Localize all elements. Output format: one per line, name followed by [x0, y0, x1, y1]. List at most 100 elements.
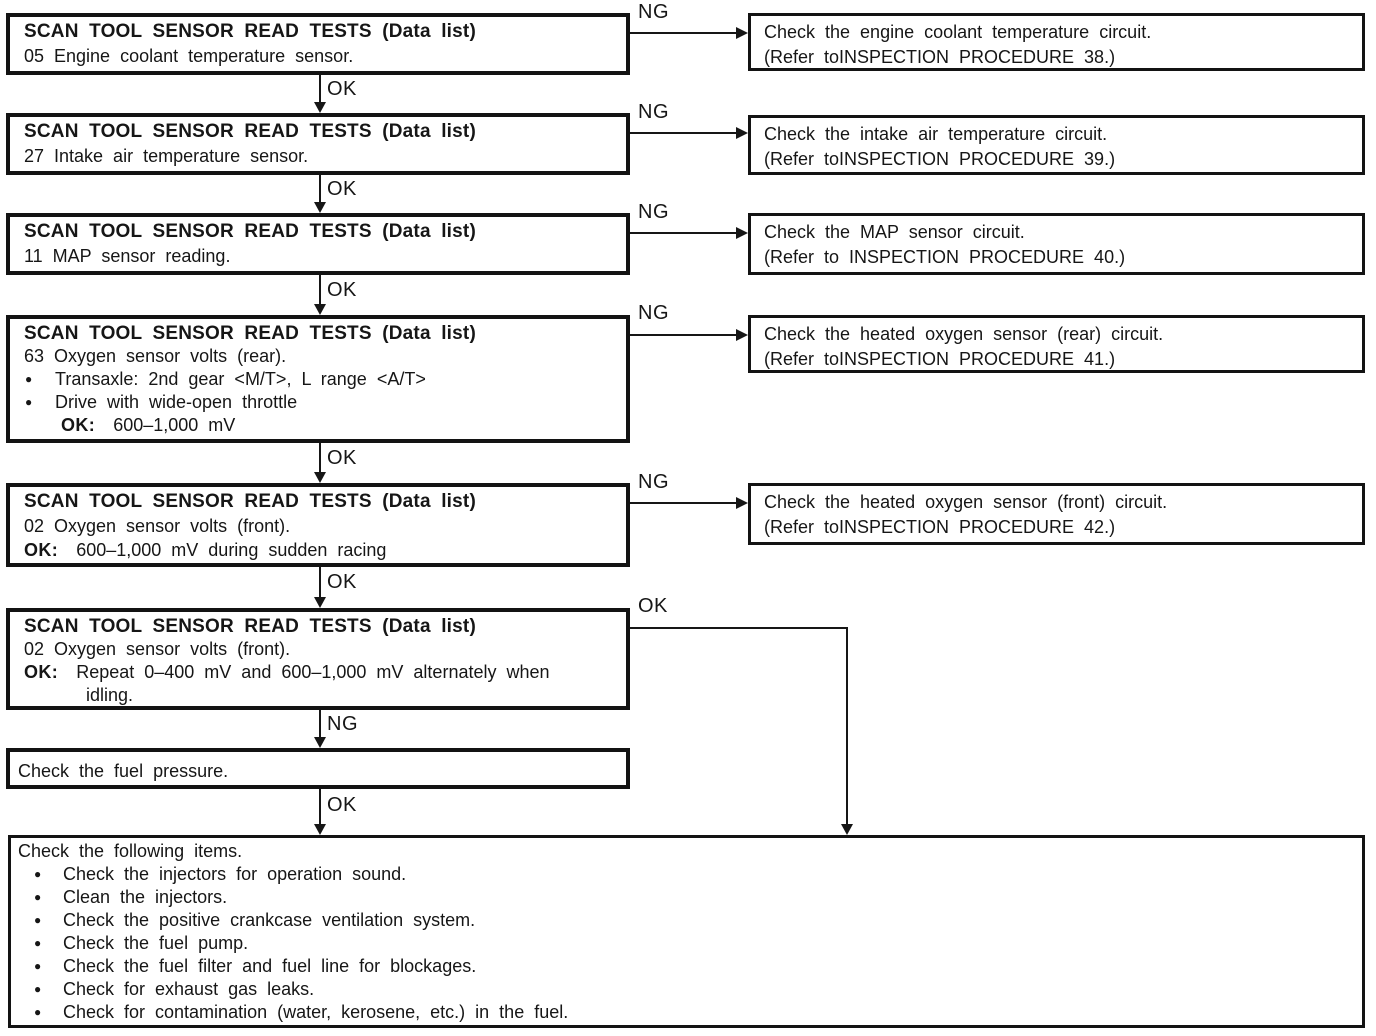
flow-line-ng-2 [630, 132, 737, 134]
box-line: 11 MAP sensor reading. [24, 246, 231, 266]
ok-value: 600–1,000 mV [113, 415, 236, 435]
edge-label-ok-5: OK [327, 571, 357, 593]
edge-label-ok-3: OK [327, 279, 357, 301]
result-box-5: Check the heated oxygen sensor (front) c… [748, 483, 1365, 545]
result-box-2: Check the intake air temperature circuit… [748, 115, 1365, 175]
edge-label-ok-4: OK [327, 447, 357, 469]
down-arrowhead-3 [314, 304, 326, 315]
down-arrowhead-4 [314, 472, 326, 483]
edge-label-ng-5: NG [638, 471, 669, 493]
fuel-pressure-box: Check the fuel pressure. [6, 748, 630, 789]
result-line-1: Check the intake air temperature circuit… [764, 124, 1108, 144]
flow-line-down-4 [319, 443, 321, 474]
flow-line-down-7 [319, 789, 321, 825]
box-line: 63 Oxygen sensor volts (rear). [24, 346, 287, 366]
right-arrowhead-1 [736, 27, 748, 39]
scan-test-box-2: SCAN TOOL SENSOR READ TESTS (Data list) … [6, 113, 630, 175]
result-line-1: Check the engine coolant temperature cir… [764, 22, 1152, 42]
final-box-title: Check the following items. [18, 841, 243, 861]
result-box-1: Check the engine coolant temperature cir… [748, 13, 1365, 71]
ok-spec-line: OK: 600–1,000 mV [61, 414, 618, 437]
flow-line-down-3 [319, 275, 321, 306]
bullet-item: ● Check the fuel filter and fuel line fo… [18, 955, 1354, 978]
scan-test-box-1: SCAN TOOL SENSOR READ TESTS (Data list) … [6, 13, 630, 75]
ok-prefix: OK: [24, 662, 59, 682]
box-line: 02 Oxygen sensor volts (front). [24, 639, 291, 659]
bullet-icon: ● [34, 867, 42, 881]
down-arrowhead-2 [314, 202, 326, 213]
down-arrowhead-7 [314, 824, 326, 835]
box-line: 02 Oxygen sensor volts (front). [24, 516, 291, 536]
flow-line-down-1 [319, 75, 321, 104]
bullet-text: Check the positive crankcase ventilation… [63, 910, 476, 930]
down-arrowhead-bypass [841, 824, 853, 835]
flow-line-ng-3 [630, 232, 737, 234]
edge-label-ok-7: OK [327, 794, 357, 816]
bullet-icon: ● [34, 913, 42, 927]
bullet-icon: ● [25, 395, 33, 409]
result-line-2: (Refer toINSPECTION PROCEDURE 42.) [764, 517, 1116, 537]
bullet-item: ● Check the positive crankcase ventilati… [18, 909, 1354, 932]
right-arrowhead-4 [736, 329, 748, 341]
bullet-icon: ● [34, 890, 42, 904]
ok-prefix: OK: [61, 415, 96, 435]
flow-line-bypass-vertical [846, 627, 848, 825]
down-arrowhead-1 [314, 102, 326, 113]
result-line-2: (Refer to INSPECTION PROCEDURE 40.) [764, 247, 1126, 267]
bullet-text: Clean the injectors. [63, 887, 228, 907]
edge-label-ng-4: NG [638, 302, 669, 324]
right-arrowhead-5 [736, 497, 748, 509]
box-header: SCAN TOOL SENSOR READ TESTS (Data list) [24, 491, 476, 512]
edge-label-ng-3: NG [638, 201, 669, 223]
box-header: SCAN TOOL SENSOR READ TESTS (Data list) [24, 21, 476, 42]
flow-line-ng-4 [630, 334, 737, 336]
bullet-icon: ● [34, 982, 42, 996]
result-line-2: (Refer toINSPECTION PROCEDURE 41.) [764, 349, 1116, 369]
edge-label-ok-2: OK [327, 178, 357, 200]
ok-spec-line: OK: Repeat 0–400 mV and 600–1,000 mV alte… [24, 661, 618, 684]
result-line-1: Check the heated oxygen sensor (front) c… [764, 492, 1168, 512]
box-header: SCAN TOOL SENSOR READ TESTS (Data list) [24, 121, 476, 142]
bullet-icon: ● [34, 959, 42, 973]
bullet-item: ● Clean the injectors. [18, 886, 1354, 909]
scan-test-box-3: SCAN TOOL SENSOR READ TESTS (Data list) … [6, 213, 630, 275]
bullet-text: Check the fuel filter and fuel line for … [63, 956, 477, 976]
bullet-item: ● Transaxle: 2nd gear <M/T>, L range <A/… [18, 368, 618, 391]
result-box-3: Check the MAP sensor circuit. (Refer to … [748, 213, 1365, 275]
edge-label-ng-6: NG [327, 713, 358, 735]
ok-spec-line: OK: 600–1,000 mV during sudden racing [24, 538, 618, 562]
bullet-icon: ● [25, 372, 33, 386]
bullet-text: Check the injectors for operation sound. [63, 864, 407, 884]
right-arrowhead-3 [736, 227, 748, 239]
bullet-item: ● Check the fuel pump. [18, 932, 1354, 955]
bullet-text: Check for exhaust gas leaks. [63, 979, 315, 999]
bullet-icon: ● [34, 936, 42, 950]
box-line: 27 Intake air temperature sensor. [24, 146, 309, 166]
bullet-text: Check the fuel pump. [63, 933, 249, 953]
bullet-icon: ● [34, 1005, 42, 1019]
scan-test-box-4: SCAN TOOL SENSOR READ TESTS (Data list) … [6, 315, 630, 443]
ok-spec-line-continued: idling. [86, 685, 134, 705]
box-header: SCAN TOOL SENSOR READ TESTS (Data list) [24, 616, 476, 637]
edge-label-ok-1: OK [327, 78, 357, 100]
result-line-2: (Refer toINSPECTION PROCEDURE 38.) [764, 47, 1116, 67]
scan-test-box-5: SCAN TOOL SENSOR READ TESTS (Data list) … [6, 483, 630, 567]
ok-value: Repeat 0–400 mV and 600–1,000 mV alterna… [76, 662, 550, 682]
scan-test-box-6: SCAN TOOL SENSOR READ TESTS (Data list) … [6, 608, 630, 710]
bullet-item: ● Check the injectors for operation soun… [18, 863, 1354, 886]
edge-label-ok-bypass: OK [638, 595, 668, 617]
flow-line-bypass-horizontal [630, 627, 848, 629]
bullet-text: Drive with wide-open throttle [55, 392, 298, 412]
flow-line-ng-1 [630, 32, 737, 34]
ok-prefix: OK: [24, 540, 59, 560]
ok-value: 600–1,000 mV during sudden racing [76, 540, 387, 560]
flow-line-down-2 [319, 175, 321, 204]
down-arrowhead-6 [314, 737, 326, 748]
bullet-item: ● Check for contamination (water, kerose… [18, 1001, 1354, 1024]
bullet-item: ● Drive with wide-open throttle [18, 391, 618, 414]
edge-label-ng-1: NG [638, 1, 669, 23]
flow-line-down-6 [319, 710, 321, 739]
box-header: SCAN TOOL SENSOR READ TESTS (Data list) [24, 323, 476, 344]
result-line-2: (Refer toINSPECTION PROCEDURE 39.) [764, 149, 1116, 169]
